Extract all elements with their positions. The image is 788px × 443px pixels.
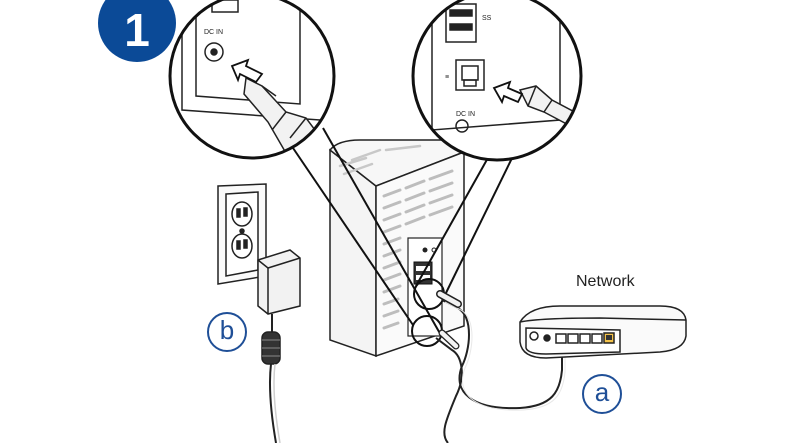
callout-b-letter: b <box>219 315 235 345</box>
power-adapter <box>257 249 301 365</box>
svg-text:SS: SS <box>482 15 492 22</box>
wall-outlet <box>217 183 267 285</box>
callout-a-network: a <box>582 374 622 414</box>
nas-drive <box>328 139 466 358</box>
callout-b-power: b <box>207 312 247 352</box>
callout-a-letter: a <box>594 377 610 407</box>
svg-text:DC IN: DC IN <box>204 29 223 36</box>
ethernet-port-zoom: SS ≡ DC IN <box>411 0 583 162</box>
power-cord <box>268 363 277 443</box>
network-label: Network <box>576 273 635 290</box>
power-port-zoom: DC IN <box>168 0 336 160</box>
step-number: 1 <box>124 4 150 56</box>
step-number-badge: 1 <box>98 0 176 62</box>
router <box>519 305 687 359</box>
svg-text:≡: ≡ <box>445 74 449 81</box>
drive-power-cable <box>435 337 463 443</box>
svg-text:DC IN: DC IN <box>456 111 475 118</box>
